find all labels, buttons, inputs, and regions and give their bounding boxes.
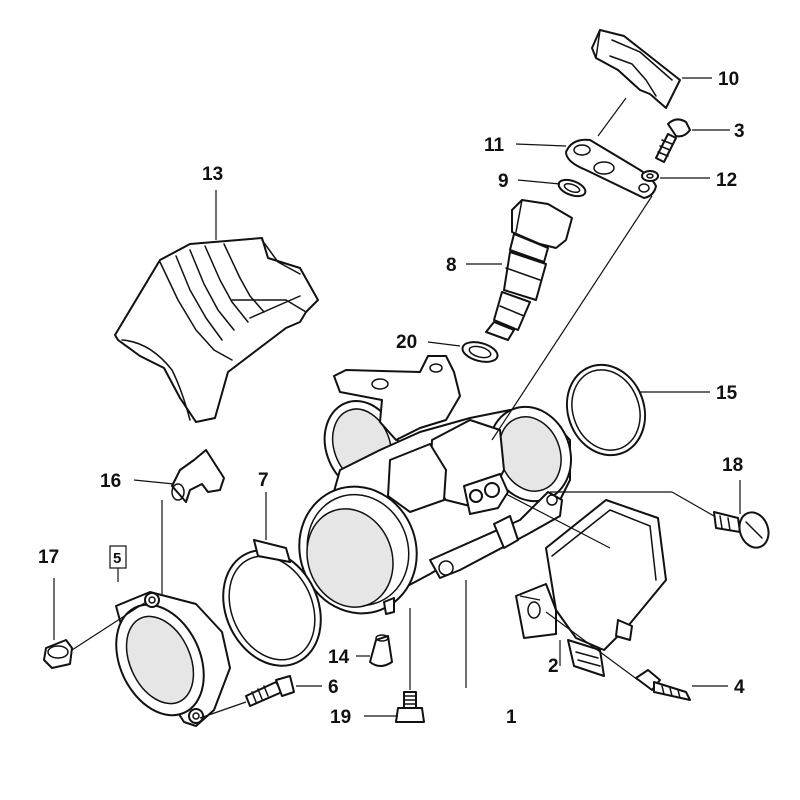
part-17-plug [43,639,73,669]
callout-2: 2 [548,656,559,677]
part-15-large-o-ring [565,363,647,457]
callout-12: 12 [716,170,737,191]
callout-9: 9 [498,171,509,192]
callout-7: 7 [258,470,269,491]
callout-13: 13 [202,164,223,185]
part-8-actuator [485,199,573,341]
callout-10: 10 [718,69,739,90]
part-6-screw [245,675,295,707]
callout-5: 5 [113,550,121,567]
callout-1: 1 [506,707,517,728]
callout-6: 6 [328,677,339,698]
part-20-o-ring [461,341,499,363]
part-5-rubber-boot [115,591,231,727]
part-19-bolt [395,691,425,723]
callout-20: 20 [396,332,417,353]
callout-18: 18 [722,455,743,476]
part-3-screw [655,118,691,163]
part-1-throttle-body [298,355,573,615]
callout-4: 4 [734,677,745,698]
part-13-intake-cover [114,237,319,423]
part-7-hose-clamp [222,539,322,667]
part-10-connector-cap [591,29,681,109]
callout-14: 14 [328,647,350,668]
callout-3: 3 [734,121,745,142]
part-12-washer [641,170,659,182]
callout-15: 15 [716,383,738,404]
part-9-o-ring [557,178,587,198]
part-14-rubber-cap [369,634,393,667]
callout-17: 17 [38,547,59,568]
callout-8: 8 [446,255,457,276]
callout-16: 16 [100,471,121,492]
callout-19: 19 [330,707,351,728]
callout-11: 11 [484,135,505,156]
part-4-bolt [635,669,691,701]
part-18-screw [713,511,770,549]
part-11-gasket-plate [565,138,657,199]
part-16-hose-clip [171,449,225,503]
